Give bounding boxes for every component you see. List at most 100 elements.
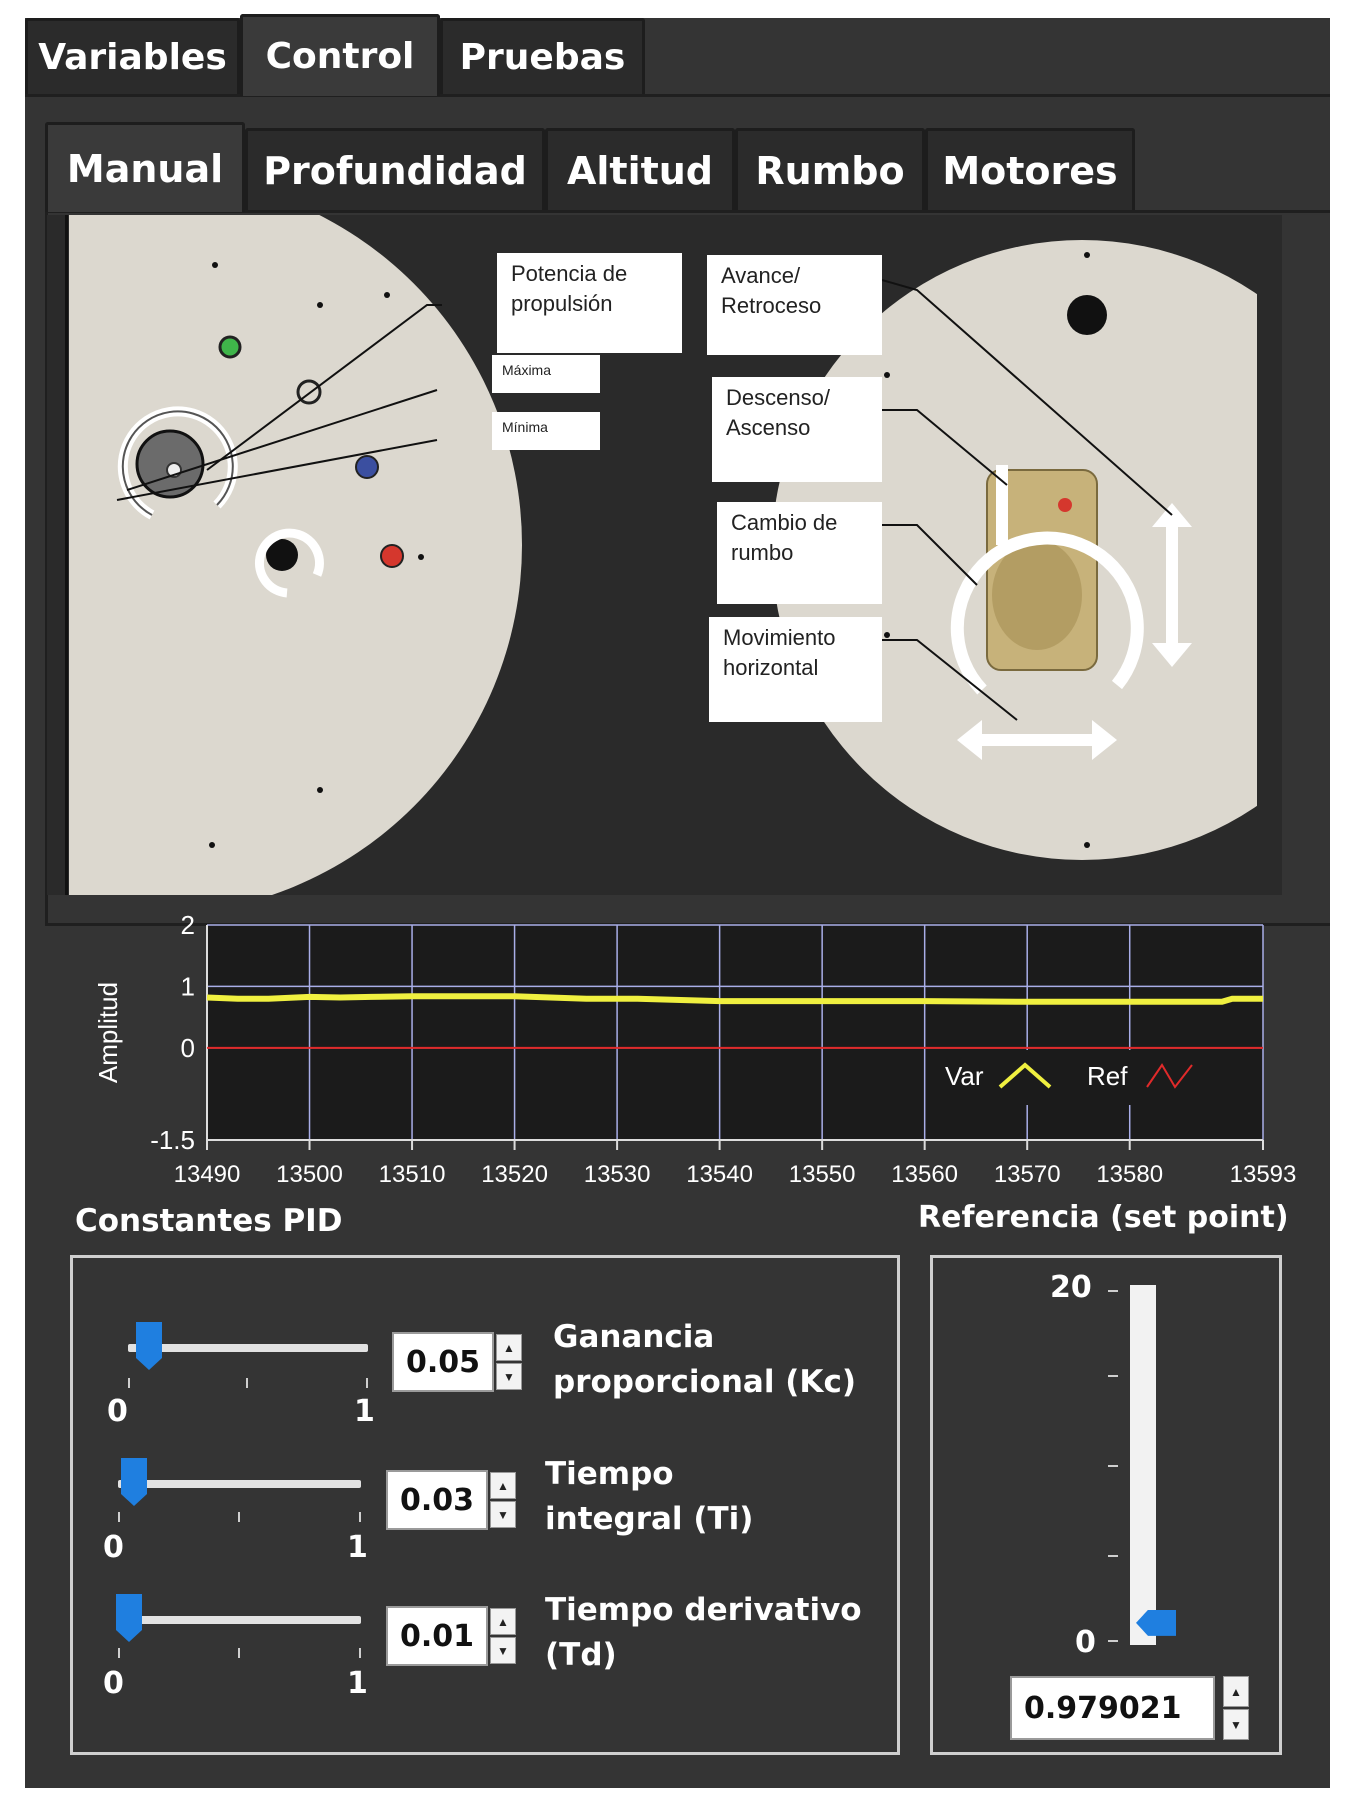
spin-up-icon[interactable]: ▲ [490,1472,516,1499]
label-maxima: Máxima [492,355,600,393]
circle-button-icon [296,379,322,405]
kc-label-line1: Ganancia [553,1319,715,1355]
kc-input[interactable]: 0.05 [392,1332,494,1392]
series-line-var [206,993,1263,1005]
ti-label-line1: Tiempo [545,1456,674,1492]
ti-slider-track[interactable] [118,1480,361,1488]
kc-slider-track[interactable] [128,1344,368,1352]
td-spinner[interactable]: ▲▼ [490,1608,516,1664]
kc-slider-thumb[interactable] [136,1322,162,1370]
ti-max: 1 [347,1530,368,1565]
spin-down-icon[interactable]: ▼ [490,1637,516,1664]
tick [1108,1375,1118,1377]
tick [246,1378,248,1388]
ti-spinner[interactable]: ▲▼ [490,1472,516,1528]
reference-spinner[interactable]: ▲▼ [1223,1676,1249,1740]
tab-label: Manual [66,146,224,191]
y-tick-label: 0 [181,1033,195,1063]
td-min: 0 [103,1666,124,1701]
y-tick-label: 1 [181,971,195,1001]
reference-input[interactable]: 0.979021 [1010,1676,1215,1740]
tab-rumbo[interactable]: Rumbo [735,128,925,210]
tab-label: Variables [38,37,227,78]
tab-profundidad[interactable]: Profundidad [245,128,545,210]
legend-swatch-ref [1146,1063,1193,1089]
reference-min: 0 [1075,1625,1096,1660]
x-tick-label: 13540 [686,1161,753,1188]
blue-button-icon [355,455,379,479]
green-button-icon [218,335,242,359]
label-movimiento: Movimiento horizontal [709,617,882,722]
tab-motores[interactable]: Motores [925,128,1135,210]
x-tick-label: 13520 [481,1161,548,1188]
tick [1108,1465,1118,1467]
ti-input[interactable]: 0.03 [386,1470,488,1530]
spin-down-icon[interactable]: ▼ [1223,1709,1249,1740]
spin-down-icon[interactable]: ▼ [490,1501,516,1528]
x-tick-label: 13500 [276,1161,343,1188]
td-slider-thumb[interactable] [116,1594,143,1642]
x-tick-label: 13530 [584,1161,651,1188]
x-tick-label: 13580 [1096,1161,1163,1188]
joystick-diagram: Potencia de propulsión Máxima Mínima Ava… [0,175,1355,915]
label-avance: Avance/ Retroceso [707,255,882,355]
tab-label: Control [265,36,415,77]
kc-min: 0 [107,1394,128,1429]
tick [238,1512,240,1522]
x-tick-label: 13570 [994,1161,1061,1188]
kc-label: Ganancia proporcional (Kc) [553,1315,856,1405]
black-button-icon [266,539,298,571]
tab-variables[interactable]: Variables [25,18,240,94]
tab-control[interactable]: Control [240,14,440,96]
legend-box [930,1050,1250,1105]
spin-up-icon[interactable]: ▲ [490,1608,516,1635]
td-slider-track[interactable] [118,1616,361,1624]
td-input[interactable]: 0.01 [386,1606,488,1666]
y-tick-label: 2 [181,910,195,940]
legend-label-var: Var [945,1061,984,1091]
tick [1108,1640,1118,1642]
red-button-icon [380,544,404,568]
tab-divider [25,94,1330,97]
black-button-icon [1067,295,1107,335]
ti-min: 0 [103,1530,124,1565]
ti-slider-thumb[interactable] [121,1458,148,1506]
tick [118,1648,120,1658]
tab-manual[interactable]: Manual [45,122,245,212]
pid-panel [70,1255,900,1755]
label-descenso: Descenso/ Ascenso [712,377,882,482]
pid-title: Constantes PID [75,1203,343,1239]
label-cambio: Cambio de rumbo [717,502,882,604]
kc-spinner[interactable]: ▲▼ [496,1334,522,1390]
x-tick-label: 13490 [174,1161,241,1188]
tab-label: Profundidad [263,148,527,193]
label-potencia: Potencia de propulsión [497,253,682,353]
spin-up-icon[interactable]: ▲ [1223,1676,1249,1707]
reference-slider-track[interactable] [1130,1285,1156,1645]
tick [1108,1555,1118,1557]
reference-panel [930,1255,1282,1755]
legend-label-ref: Ref [1087,1061,1128,1091]
tick [1108,1290,1118,1292]
td-max: 1 [347,1666,368,1701]
kc-label-line2: proporcional (Kc) [553,1363,856,1400]
spin-up-icon[interactable]: ▲ [496,1334,522,1361]
tab-altitud[interactable]: Altitud [545,128,735,210]
tick [359,1512,361,1522]
rotate-arrow-icon [950,531,1144,695]
tick [118,1512,120,1522]
legend-swatch-var [998,1062,1052,1089]
kc-max: 1 [354,1394,375,1429]
tab-pruebas[interactable]: Pruebas [440,18,645,94]
tab-label: Altitud [566,148,714,193]
spin-down-icon[interactable]: ▼ [496,1363,522,1390]
reference-title: Referencia (set point) [918,1200,1289,1235]
td-label-line2: (Td) [545,1636,617,1673]
x-tick-label: 13550 [789,1161,856,1188]
x-tick-label: 13560 [891,1161,958,1188]
y-axis-label: Amplitud [93,982,123,1083]
label-minima: Mínima [492,412,600,450]
rotate-arrow-icon [254,528,324,598]
